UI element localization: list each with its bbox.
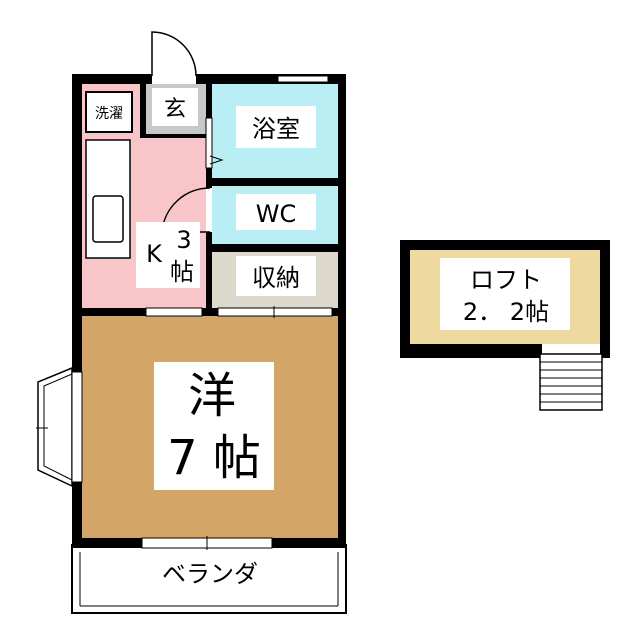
wall-wc-storage [212,244,338,252]
bath-door [205,117,213,169]
loft-name-label: ロフト [470,266,542,294]
storage-label: 収納 [252,264,300,292]
bath-label-bg [236,106,316,148]
kitchen-label-bg [136,222,200,288]
wall-middle [82,308,338,316]
storage-door [217,307,333,317]
room-door [145,307,203,317]
kitchen-unit-label: 帖 [170,258,194,286]
wall-top [72,74,346,84]
bay-window-opening [71,371,83,483]
wall-left [72,74,82,546]
washer-space [85,91,133,133]
washer-label: 洗濯 [95,106,123,122]
wall-bath-wc [212,178,338,186]
loft-size-label: 2． 2帖 [463,298,549,326]
loft-stairs [539,353,603,411]
storage-label-bg [236,256,316,296]
loft-label-bg [440,258,570,330]
balcony-label: ベランダ [162,560,258,588]
western-label-bg [154,362,274,490]
bath-door-mark [209,155,224,165]
kitchen-type-label: K [146,240,163,268]
bay-window-inner [43,373,73,481]
wall-entrance-divider [140,84,146,138]
wall-right [338,74,346,546]
entrance-door-gap [152,74,196,84]
bay-window [37,366,73,488]
entrance-label: 玄 [164,97,186,122]
kitchen-sink [92,195,124,243]
wall-entrance-bottom [140,134,206,138]
bath-label: 浴室 [252,115,300,143]
western-size-label: 7 帖 [167,430,261,486]
wc-door-gap [206,188,212,232]
wc-label-bg [236,194,316,230]
wc-label: WC [256,200,297,228]
western-type-label: 洋 [188,368,236,424]
entrance-door-swing [151,31,197,77]
bath-window [277,75,329,83]
entrance-label-bg [152,88,198,126]
kitchen-size-label: 3 [176,226,191,254]
balcony-label-bg [140,556,280,592]
loft-stair-steps [540,361,602,403]
